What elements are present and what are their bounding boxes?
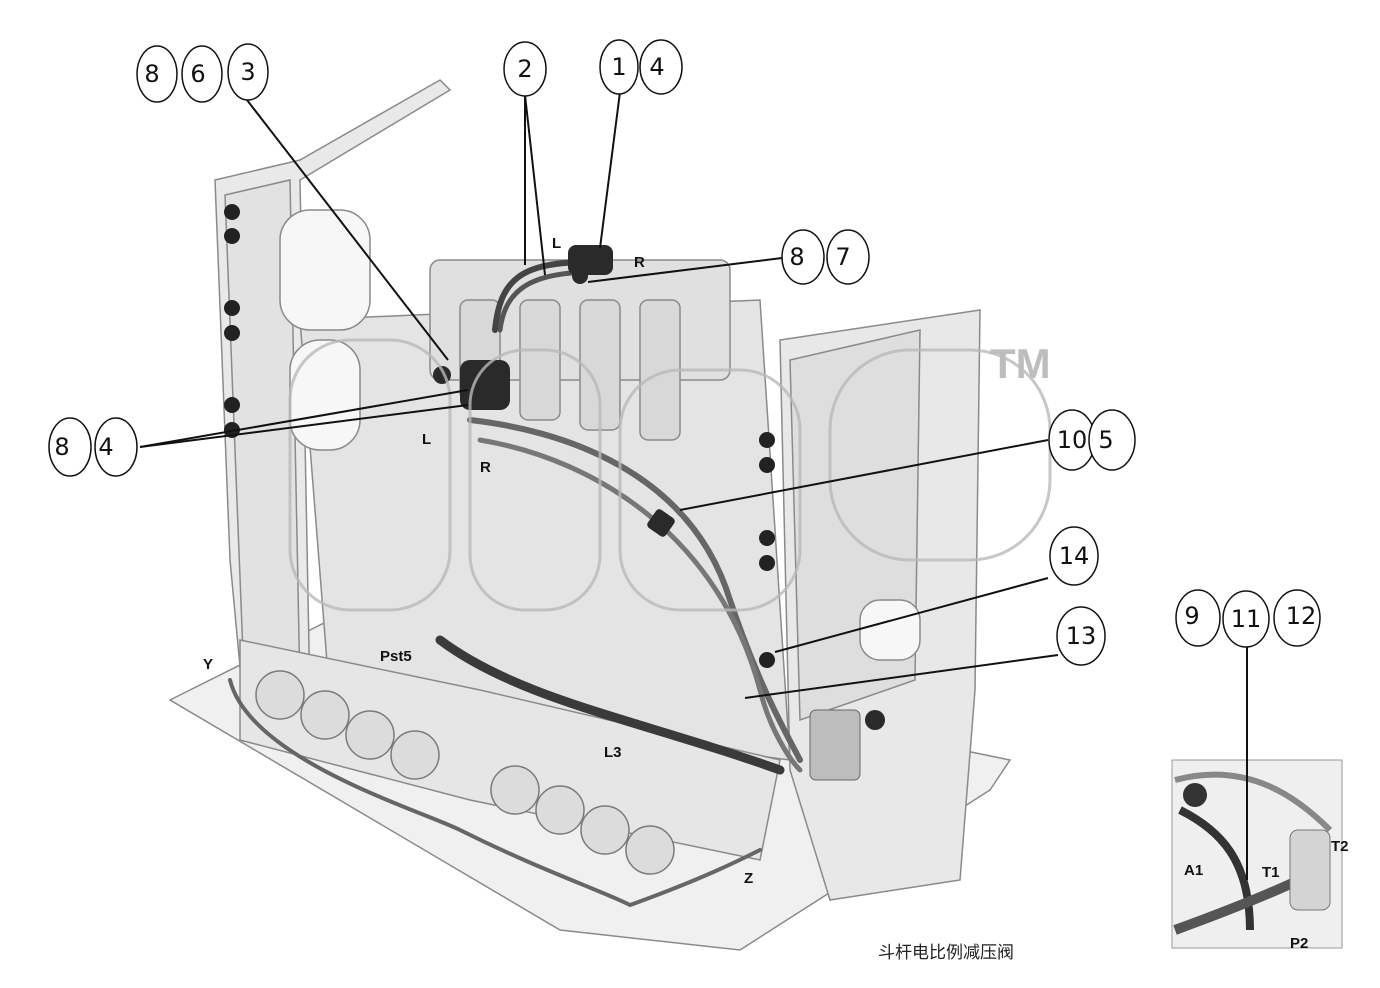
svg-text:12: 12 [1286, 602, 1317, 630]
callout-8-right: 8 [781, 229, 825, 285]
port-label-R-top: R [634, 254, 645, 271]
leader-lines [139, 91, 1248, 880]
callout-2: 2 [503, 41, 547, 97]
callout-1: 1 [599, 39, 639, 95]
svg-text:11: 11 [1231, 605, 1262, 633]
svg-text:6: 6 [190, 60, 205, 88]
port-label-Z: Z [744, 870, 753, 887]
callout-11: 11 [1222, 590, 1270, 648]
callout-12: 12 [1273, 589, 1321, 647]
callout-4-left: 4 [94, 417, 138, 477]
svg-text:8: 8 [144, 60, 159, 88]
hoses [228, 259, 803, 908]
svg-text:13: 13 [1066, 622, 1097, 650]
svg-text:14: 14 [1059, 542, 1090, 570]
port-label-P2: P2 [1290, 935, 1308, 952]
callout-10: 10 [1048, 409, 1096, 471]
fittings [433, 245, 885, 781]
svg-text:8: 8 [54, 433, 69, 461]
valve-assembly-drawing [168, 79, 1012, 951]
inset-detail [1171, 759, 1343, 949]
callout-8-top: 8 [136, 45, 178, 103]
svg-text:2: 2 [517, 55, 532, 83]
port-label-L-mid: L [422, 431, 431, 448]
port-label-R-mid: R [480, 459, 491, 476]
svg-text:7: 7 [835, 243, 850, 271]
port-label-Pst5: Pst5 [380, 648, 412, 665]
port-label-T1: T1 [1262, 864, 1280, 881]
mounting-bolts [224, 204, 775, 668]
callout-14: 14 [1049, 526, 1099, 586]
callout-7: 7 [826, 229, 870, 285]
svg-text:5: 5 [1098, 426, 1113, 454]
svg-text:9: 9 [1184, 602, 1199, 630]
callout-9: 9 [1175, 589, 1221, 647]
svg-text:4: 4 [98, 433, 113, 461]
port-label-A1: A1 [1184, 862, 1203, 879]
watermark-logo [288, 338, 1052, 612]
port-label-L3: L3 [604, 744, 622, 761]
solenoid-coils [255, 670, 675, 875]
callout-4-top: 4 [639, 39, 683, 95]
callout-13: 13 [1056, 606, 1106, 666]
svg-text:3: 3 [240, 58, 255, 86]
port-label-L-top: L [552, 235, 561, 252]
callout-3: 3 [227, 43, 269, 101]
callout-5: 5 [1088, 409, 1136, 471]
watermark-trademark: TM [990, 340, 1051, 387]
svg-text:8: 8 [789, 243, 804, 271]
callout-8-left: 8 [48, 417, 92, 477]
diagram-caption: 斗杆电比例减压阀 [878, 943, 1014, 963]
svg-text:1: 1 [611, 53, 626, 81]
port-label-Y: Y [203, 656, 213, 673]
port-label-T2: T2 [1331, 838, 1349, 855]
svg-text:10: 10 [1057, 426, 1088, 454]
svg-text:4: 4 [649, 53, 664, 81]
callout-6: 6 [181, 45, 223, 103]
